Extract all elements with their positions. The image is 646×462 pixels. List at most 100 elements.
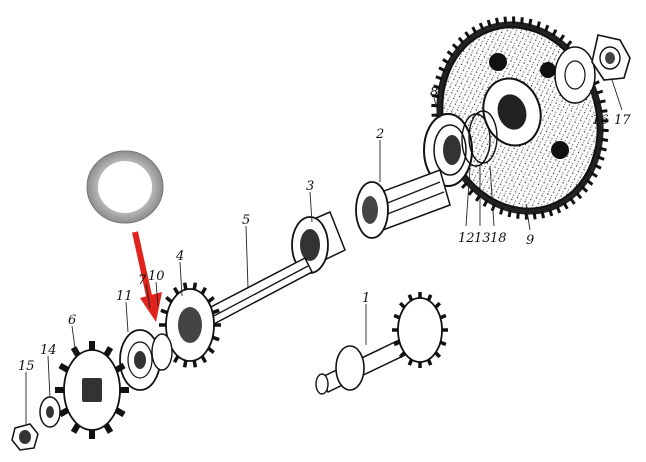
label-5: 5 bbox=[242, 213, 250, 228]
gear-tooth bbox=[558, 34, 566, 42]
gear-tooth bbox=[200, 355, 208, 364]
gear-tooth bbox=[182, 360, 188, 368]
gear-tooth bbox=[70, 423, 81, 434]
gear-tooth bbox=[507, 209, 512, 218]
gear-tooth bbox=[426, 358, 433, 366]
splined-shaft-2 bbox=[355, 169, 451, 239]
gear-tooth bbox=[575, 191, 583, 200]
gear-tooth bbox=[207, 296, 215, 304]
gear-tooth bbox=[439, 340, 447, 347]
gear-tooth bbox=[172, 286, 180, 295]
gear-tooth bbox=[543, 24, 550, 33]
bearing-11 bbox=[119, 329, 173, 391]
label-17: 17 bbox=[614, 113, 631, 128]
label-14: 14 bbox=[40, 343, 57, 358]
shaft-5 bbox=[204, 256, 313, 327]
gear-tooth bbox=[434, 351, 442, 359]
gear-tooth bbox=[438, 66, 446, 73]
gear-tooth bbox=[114, 407, 126, 418]
part-labels: 1 2 3 4 5 6 7 8 9 10 11 12 13 14 15 16 1… bbox=[18, 85, 631, 374]
gear-tooth bbox=[182, 282, 188, 290]
highlight-washer bbox=[86, 150, 164, 224]
gear-tooth bbox=[595, 89, 604, 95]
gear-tooth bbox=[460, 181, 468, 189]
gear-tooth bbox=[597, 155, 605, 161]
gear-tooth bbox=[103, 423, 114, 434]
label-8: 8 bbox=[430, 85, 438, 100]
gear-tooth bbox=[471, 26, 478, 35]
shims-12-13-18 bbox=[461, 110, 498, 167]
gear-tooth bbox=[540, 210, 546, 219]
gear-tooth bbox=[599, 146, 607, 152]
gear-tooth bbox=[58, 362, 70, 373]
gear-tooth bbox=[103, 346, 114, 357]
sprocket-6 bbox=[55, 341, 129, 439]
label-15: 15 bbox=[18, 359, 35, 374]
gear-tooth bbox=[580, 185, 589, 193]
gear-tooth bbox=[474, 194, 482, 202]
hex-nut-small bbox=[11, 423, 39, 451]
gear-tooth bbox=[451, 43, 460, 51]
gear-tooth bbox=[435, 75, 443, 81]
gear-tooth bbox=[551, 29, 558, 37]
leader-lines bbox=[25, 79, 623, 424]
gear-tooth bbox=[499, 207, 504, 215]
gear-tooth bbox=[446, 50, 454, 57]
gear-tooth bbox=[58, 407, 70, 418]
gear-tooth bbox=[407, 358, 414, 366]
gear-tooth bbox=[601, 128, 609, 133]
gear-tooth bbox=[478, 22, 485, 31]
label-13: 13 bbox=[474, 231, 491, 246]
gear-tooth bbox=[536, 21, 541, 29]
label-16: 16 bbox=[592, 113, 609, 128]
gear-tooth bbox=[555, 205, 562, 214]
countershaft-1 bbox=[315, 292, 448, 395]
gear-tooth bbox=[503, 16, 508, 24]
gear-tooth bbox=[172, 355, 180, 364]
gear-tooth bbox=[464, 31, 471, 39]
gear-tooth bbox=[494, 17, 500, 26]
gear-tooth bbox=[433, 84, 441, 90]
gear-tooth bbox=[528, 18, 533, 27]
gear-tooth bbox=[486, 19, 492, 28]
label-11: 11 bbox=[116, 289, 133, 304]
gear-tooth bbox=[114, 362, 126, 373]
gear-tooth bbox=[600, 109, 608, 114]
washer-14 bbox=[39, 396, 61, 428]
gear-tooth bbox=[569, 197, 576, 205]
gear-tooth bbox=[211, 335, 220, 342]
gear-tooth bbox=[467, 188, 475, 196]
gear-tooth bbox=[548, 208, 554, 217]
gear-tooth bbox=[431, 103, 439, 108]
gear-tooth bbox=[165, 296, 173, 304]
gear-tooth bbox=[600, 137, 609, 142]
gear-tooth bbox=[393, 313, 401, 320]
gear-tooth bbox=[457, 36, 465, 45]
hex-nut-large bbox=[591, 34, 631, 81]
gear-tooth bbox=[439, 313, 447, 320]
bearing-8 bbox=[423, 113, 473, 187]
gear-tooth bbox=[398, 351, 406, 359]
label-9: 9 bbox=[526, 233, 534, 248]
gear-tooth bbox=[434, 301, 442, 309]
label-12: 12 bbox=[458, 231, 475, 246]
gear-tooth bbox=[598, 99, 606, 104]
gear-tooth bbox=[442, 58, 450, 65]
gear-tooth bbox=[200, 286, 208, 295]
label-6: 6 bbox=[68, 313, 76, 328]
gear-tooth bbox=[426, 294, 433, 302]
gear-tooth bbox=[562, 201, 569, 210]
gear-tooth bbox=[211, 308, 220, 315]
gear-tooth bbox=[207, 346, 215, 354]
label-10: 10 bbox=[148, 269, 165, 284]
label-4: 4 bbox=[175, 249, 184, 264]
gear-tooth bbox=[192, 282, 198, 290]
gear-tooth bbox=[431, 94, 440, 99]
gear-tooth bbox=[594, 163, 602, 170]
label-7: 7 bbox=[138, 273, 147, 288]
spline-washer bbox=[554, 46, 596, 104]
gear-tooth bbox=[516, 211, 520, 219]
label-18: 18 bbox=[490, 231, 507, 246]
red-arrow bbox=[132, 231, 162, 322]
